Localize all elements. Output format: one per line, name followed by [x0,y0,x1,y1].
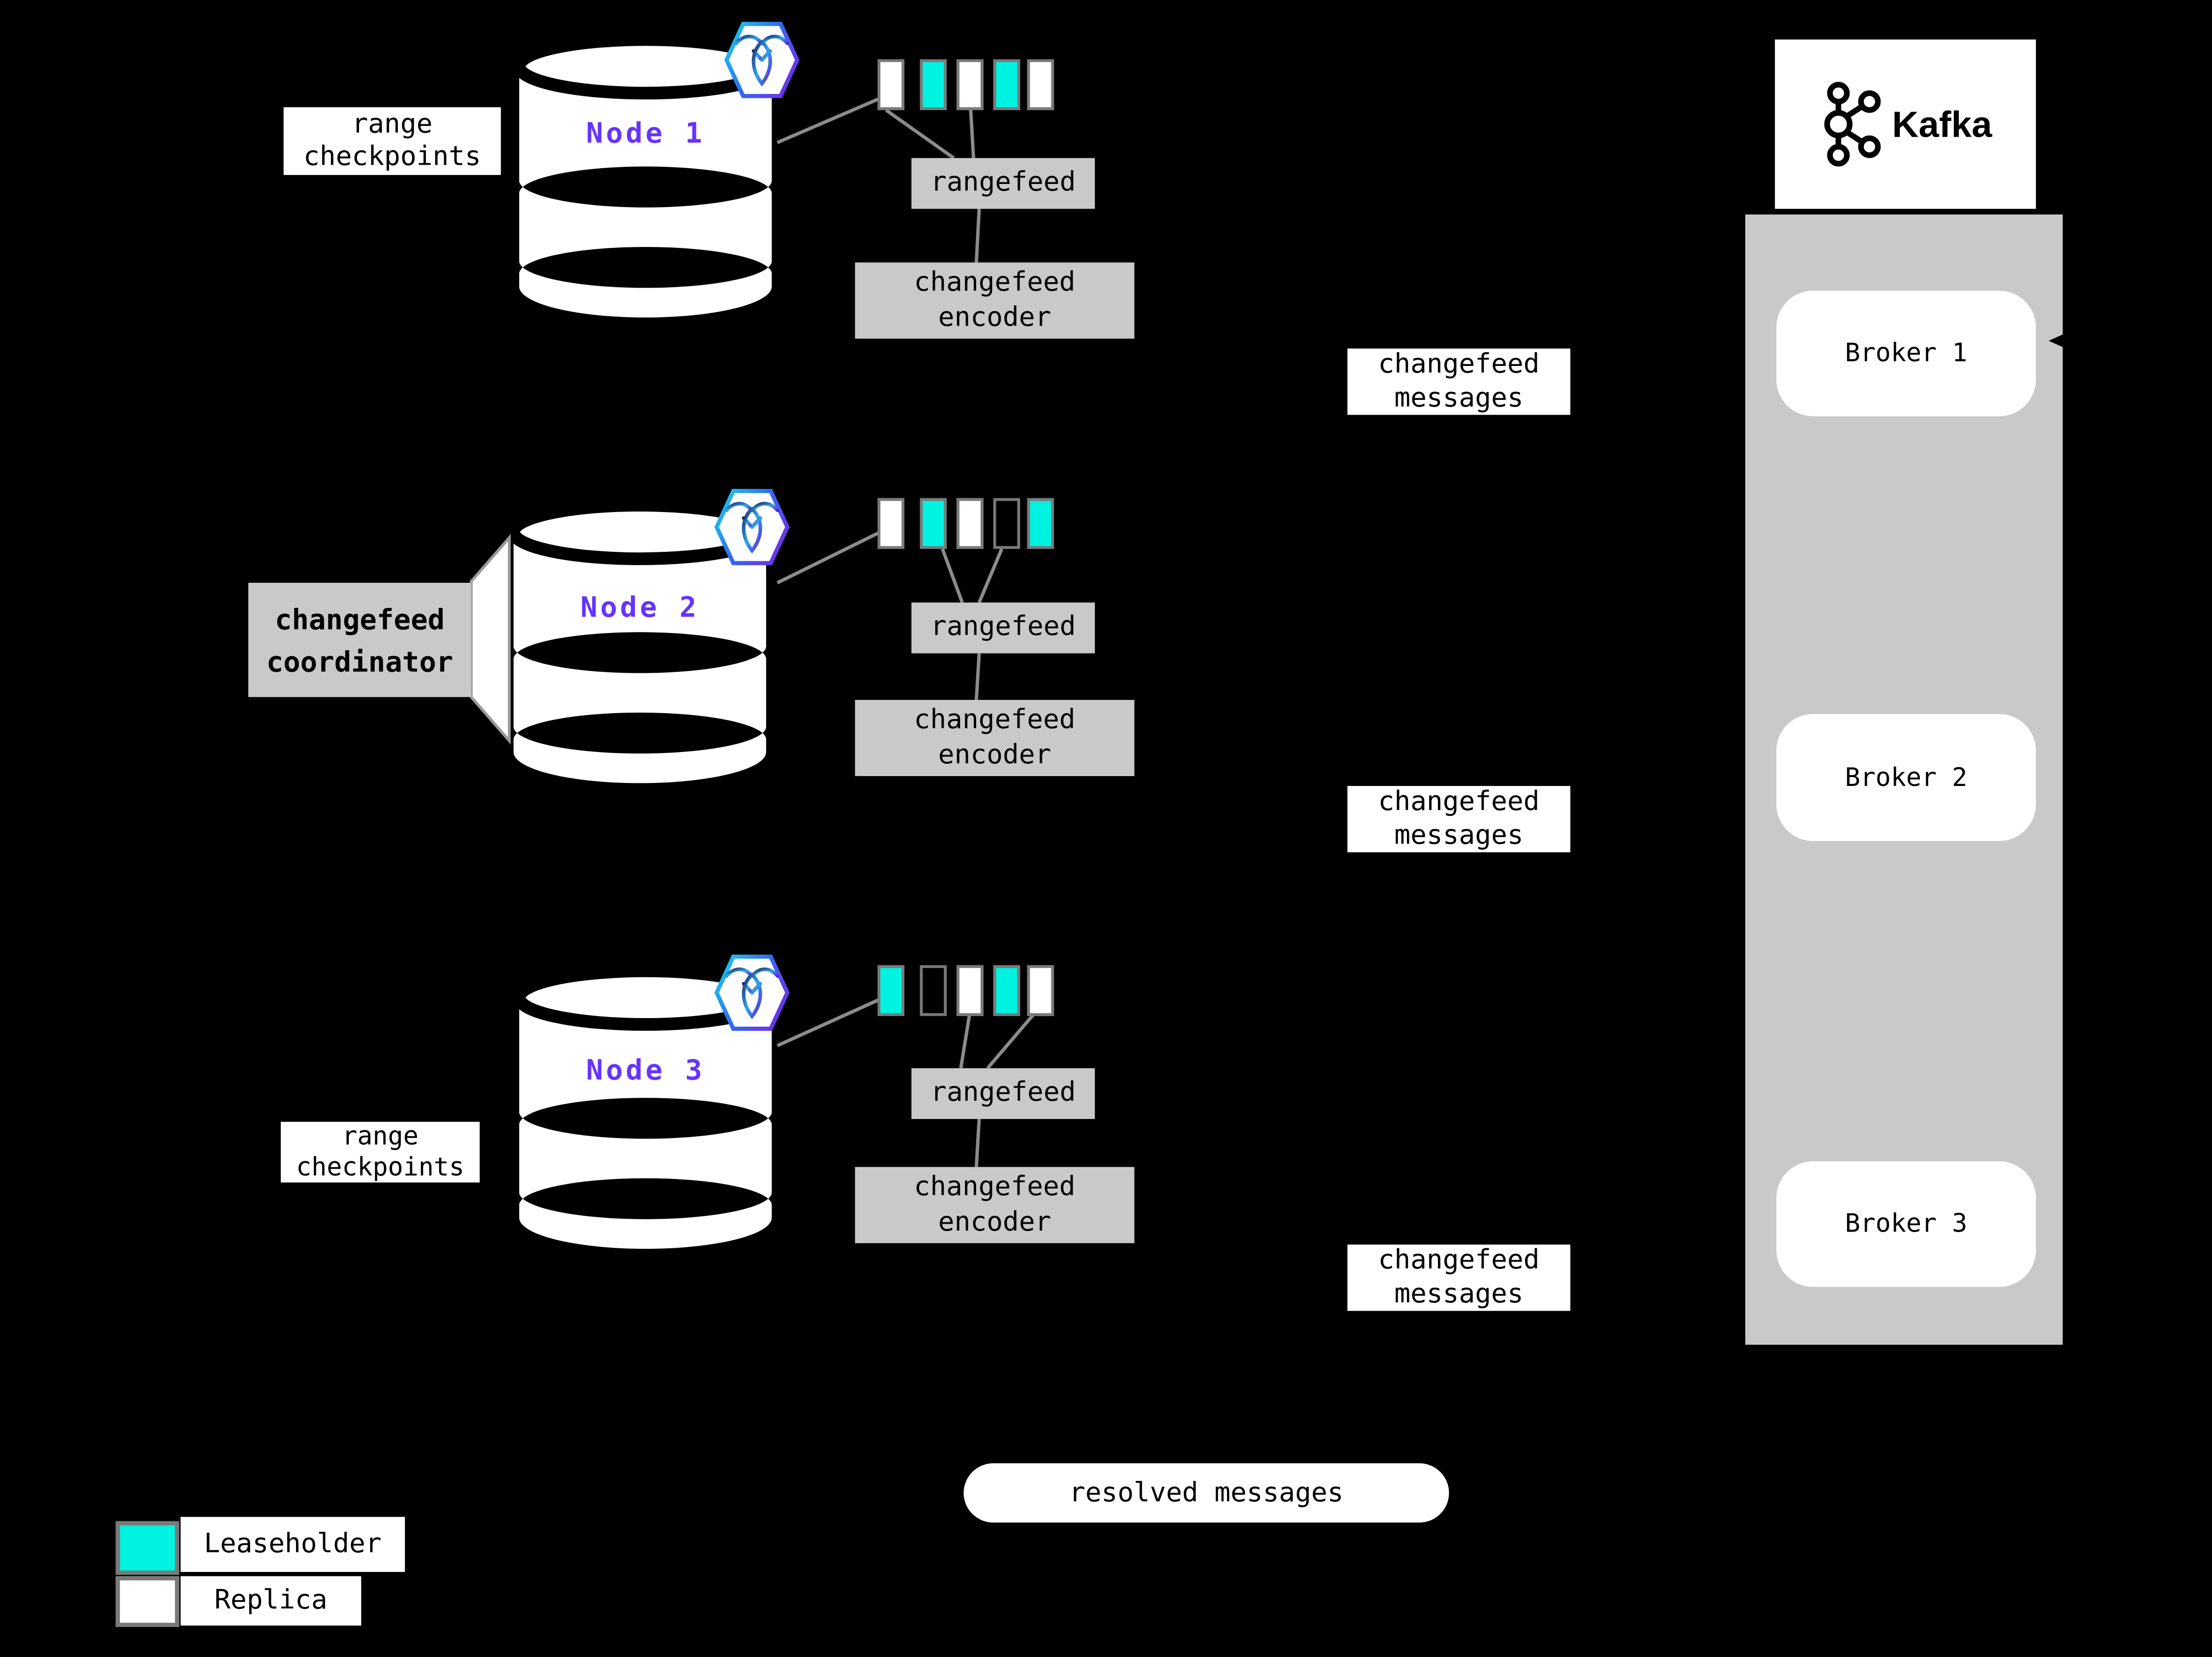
messages-line2: messages [1394,382,1524,413]
rangefeed-label: rangefeed [930,611,1076,643]
range-box [1027,498,1054,549]
coordinator-line1: changefeed [274,602,445,636]
encoder-line1: changefeed [914,267,1076,298]
node3-label: Node 3 [586,1053,705,1087]
range-box [993,59,1020,110]
changefeed-messages-label-3: changefeed messages [1347,1244,1571,1311]
range-box [993,498,1020,549]
cockroachdb-logo-icon-node1 [722,20,802,100]
rangefeed-label: rangefeed [930,167,1076,198]
messages-line1: changefeed [1378,349,1540,380]
range-box [957,498,984,549]
broker-3-box: Broker 3 [1776,1161,2036,1287]
encoder-line1: changefeed [914,704,1076,735]
legend-replica-swatch [116,1576,179,1627]
coordinator-line2: coordinator [266,644,453,678]
messages-line1: changefeed [1378,1245,1540,1276]
database-cylinder-node2 [509,501,771,790]
database-cylinder-node3 [515,966,776,1256]
messages-line2: messages [1394,1277,1524,1309]
legend-label-text: Replica [214,1584,328,1616]
range-checkpoints-label-node3: range checkpoints [280,1121,480,1183]
range-box [993,965,1020,1016]
cockroachdb-logo-icon-node2 [713,487,792,568]
range-checkpoints-line1: range [342,1121,418,1151]
range-box [957,965,984,1016]
encoder-line2: encoder [938,1206,1051,1238]
rangefeed-label: rangefeed [930,1077,1076,1109]
range-box [877,965,905,1016]
range-box [920,59,947,110]
node2-label: Node 2 [580,590,699,624]
kafka-logo-text: Kafka [1892,102,1992,145]
resolved-messages-label: resolved messages [1069,1477,1344,1508]
range-box [877,498,905,549]
range-checkpoints-line2: checkpoints [296,1152,465,1182]
range-checkpoints-line2: checkpoints [303,141,481,173]
kafka-icon [1819,79,1881,170]
coordinator-flap-shape [470,534,511,745]
rangefeed-box-node1: rangefeed [911,158,1095,209]
broker-label: Broker 2 [1845,762,1968,792]
range-box [1027,59,1054,110]
encoder-line2: encoder [938,739,1051,771]
legend-replica-label: Replica [180,1576,361,1626]
encoder-line1: changefeed [914,1171,1076,1203]
legend-leaseholder-label: Leaseholder [180,1517,405,1572]
encoder-line2: encoder [938,301,1051,333]
legend-label-text: Leaseholder [204,1528,382,1559]
rangefeed-box-node2: rangefeed [911,603,1095,654]
rangefeed-box-node3: rangefeed [911,1068,1095,1119]
range-box [1027,965,1054,1016]
messages-line2: messages [1394,819,1524,850]
changefeed-coordinator-box: changefeed coordinator [248,582,472,697]
messages-line1: changefeed [1378,786,1540,818]
database-cylinder-icon [515,35,776,318]
changefeed-encoder-box-node2: changefeed encoder [855,700,1135,776]
broker-2-box: Broker 2 [1776,714,2036,841]
changefeed-encoder-box-node1: changefeed encoder [855,262,1135,339]
changefeed-messages-label-2: changefeed messages [1347,786,1571,852]
kafka-logo-box: Kafka [1775,39,2036,209]
broker-label: Broker 3 [1845,1209,1968,1239]
changefeed-encoder-box-node3: changefeed encoder [855,1167,1135,1243]
node1-label: Node 1 [586,116,705,150]
legend-leaseholder-swatch [116,1521,179,1575]
resolved-messages-pill: resolved messages [963,1463,1449,1523]
range-box [957,59,984,110]
database-cylinder-node1 [515,35,776,325]
broker-label: Broker 1 [1845,338,1968,368]
range-checkpoints-label-node1: range checkpoints [283,107,501,175]
range-box [920,498,947,549]
range-box [920,965,947,1016]
changefeed-messages-label-1: changefeed messages [1347,348,1571,415]
broker-1-box: Broker 1 [1776,291,2036,417]
range-checkpoints-line1: range [352,108,433,140]
range-box [877,59,905,110]
cockroachdb-logo-icon-node3 [713,953,792,1033]
